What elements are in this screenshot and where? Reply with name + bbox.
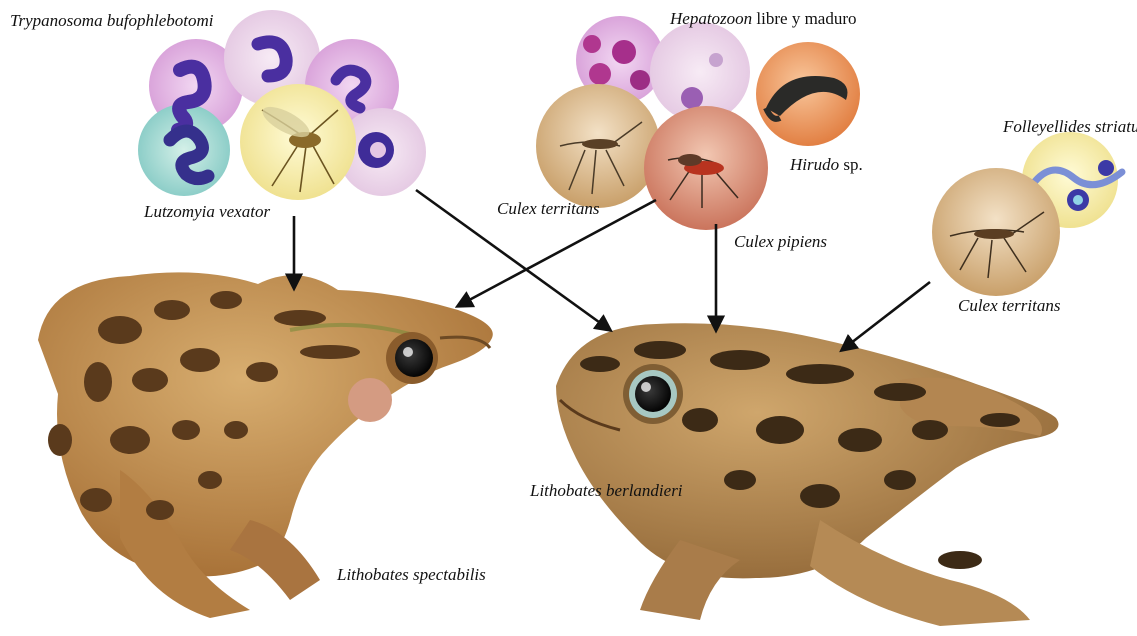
trypanosoma-image-cluster	[138, 10, 426, 200]
label-hepatozoon-rest: libre y maduro	[752, 9, 856, 28]
label-culex-territans-left: Culex territans	[497, 200, 599, 217]
label-folleyellides: Folleyellides striatus	[1003, 118, 1137, 135]
label-lithobates-berlandieri: Lithobates berlandieri	[530, 482, 683, 499]
label-culex-pipiens: Culex pipiens	[734, 233, 827, 250]
label-hirudo: Hirudo sp.	[790, 156, 863, 173]
label-hirudo-rest: sp.	[839, 155, 863, 174]
label-trypanosoma: Trypanosoma bufophlebotomi	[10, 12, 214, 29]
label-lutzomyia: Lutzomyia vexator	[144, 203, 270, 220]
label-hepatozoon-genus: Hepatozoon	[670, 9, 752, 28]
label-hepatozoon: Hepatozoon libre y maduro	[670, 10, 857, 27]
folleyellides-image-cluster	[932, 132, 1122, 296]
label-culex-territans-right: Culex territans	[958, 297, 1060, 314]
lithobates-berlandieri-frog	[556, 323, 1059, 626]
label-lithobates-spectabilis: Lithobates spectabilis	[337, 566, 486, 583]
hepatozoon-image-cluster	[536, 16, 860, 230]
label-hirudo-genus: Hirudo	[790, 155, 839, 174]
arrow-territans-to-berlandieri	[842, 282, 930, 350]
